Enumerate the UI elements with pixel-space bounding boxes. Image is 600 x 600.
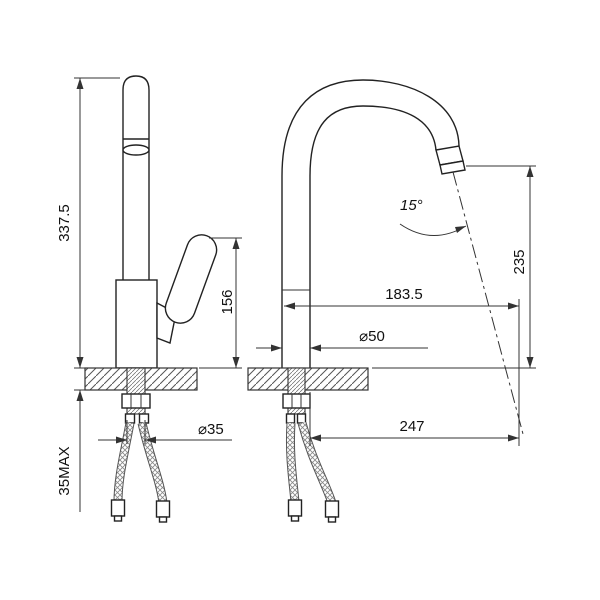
mounting-nut-facets-side bbox=[291, 394, 302, 408]
label-counter-thickness: 35MAX bbox=[56, 446, 73, 495]
braided-hose-front-right-braid bbox=[138, 422, 167, 504]
side-view bbox=[281, 79, 524, 435]
arrowhead bbox=[284, 302, 295, 310]
hose-nipple-side-right bbox=[327, 516, 337, 523]
body-column-edges bbox=[281, 176, 311, 368]
arrowhead bbox=[455, 226, 466, 233]
arrowhead bbox=[508, 434, 519, 442]
gooseneck-inner-curve bbox=[309, 105, 437, 177]
arrowhead bbox=[271, 344, 282, 352]
mounting-nut-facets-front bbox=[130, 394, 142, 408]
arrowhead bbox=[232, 357, 240, 368]
arrowhead bbox=[76, 357, 84, 368]
gooseneck-fill bbox=[282, 80, 459, 176]
dim-body-diameter: ⌀50 bbox=[256, 328, 428, 352]
arrowhead bbox=[116, 436, 127, 444]
extension-lines bbox=[309, 299, 520, 446]
label-overall-height: 337.5 bbox=[56, 204, 73, 242]
mounting-nut-front bbox=[121, 393, 151, 409]
hose-fitting-side-left bbox=[285, 413, 296, 424]
hose-nipple-front-left bbox=[113, 515, 123, 522]
hose-nipple-side-left bbox=[290, 515, 300, 522]
dim-handle-height: 156 bbox=[199, 237, 242, 369]
hose-nipple-front-right bbox=[158, 516, 168, 523]
hose-fitting-front-right bbox=[138, 413, 150, 424]
extension-lines bbox=[74, 77, 120, 369]
arrowhead bbox=[526, 166, 534, 177]
spout-pipe-front bbox=[122, 75, 150, 280]
arrowhead bbox=[310, 434, 321, 442]
countertop-side bbox=[247, 367, 369, 391]
label-body-diameter: ⌀50 bbox=[359, 328, 385, 345]
hose-nut-side-right bbox=[324, 500, 340, 518]
arrowhead bbox=[76, 78, 84, 89]
dim-stream-angle: 15° bbox=[399, 197, 467, 236]
label-stream-angle: 15° bbox=[400, 197, 423, 214]
dim-spout-reach: 183.5 bbox=[284, 286, 519, 310]
hose-nut-side-left bbox=[287, 499, 303, 517]
aerator-side bbox=[439, 160, 466, 175]
dim-base-reach: 247 bbox=[309, 299, 520, 446]
arrowhead bbox=[310, 344, 321, 352]
hose-nut-front-left bbox=[110, 499, 126, 517]
dim-outlet-height: 235 bbox=[372, 165, 536, 369]
arrowhead bbox=[508, 302, 519, 310]
label-spout-reach: 183.5 bbox=[385, 286, 423, 303]
braided-hose-side-right-braid bbox=[298, 422, 336, 505]
label-base-reach: 247 bbox=[399, 418, 424, 435]
label-outlet-height: 235 bbox=[511, 249, 528, 274]
front-view bbox=[115, 75, 218, 369]
counter-front bbox=[84, 367, 198, 424]
arrowhead bbox=[232, 238, 240, 249]
mounting-nut-side bbox=[282, 393, 311, 409]
dim-shank-diameter: ⌀35 bbox=[98, 420, 232, 444]
dim-overall-height: 337.5 bbox=[56, 77, 120, 369]
arrowhead bbox=[145, 436, 156, 444]
hoses-side bbox=[285, 421, 340, 523]
dim-counter-thickness: 35MAX bbox=[56, 389, 85, 512]
gooseneck-outer-curve bbox=[281, 79, 460, 177]
arrowhead bbox=[526, 357, 534, 368]
hose-nut-front-right bbox=[155, 500, 171, 518]
hoses-front bbox=[110, 421, 171, 523]
aerator-outlet-front bbox=[122, 144, 150, 156]
label-shank-diameter: ⌀35 bbox=[198, 421, 224, 438]
braided-hose-front-left-braid bbox=[114, 422, 134, 503]
hose-fitting-side-right bbox=[296, 413, 307, 424]
handle-lever-front bbox=[164, 234, 218, 324]
faucet-body-front bbox=[115, 279, 158, 369]
label-handle-height: 156 bbox=[219, 289, 236, 314]
body-column-fill bbox=[282, 166, 310, 368]
arrowhead bbox=[76, 390, 84, 401]
braided-hose-side-left-braid bbox=[286, 422, 299, 503]
counter-side bbox=[247, 367, 369, 424]
water-stream-centerline bbox=[452, 171, 524, 435]
extension-lines bbox=[372, 165, 536, 369]
